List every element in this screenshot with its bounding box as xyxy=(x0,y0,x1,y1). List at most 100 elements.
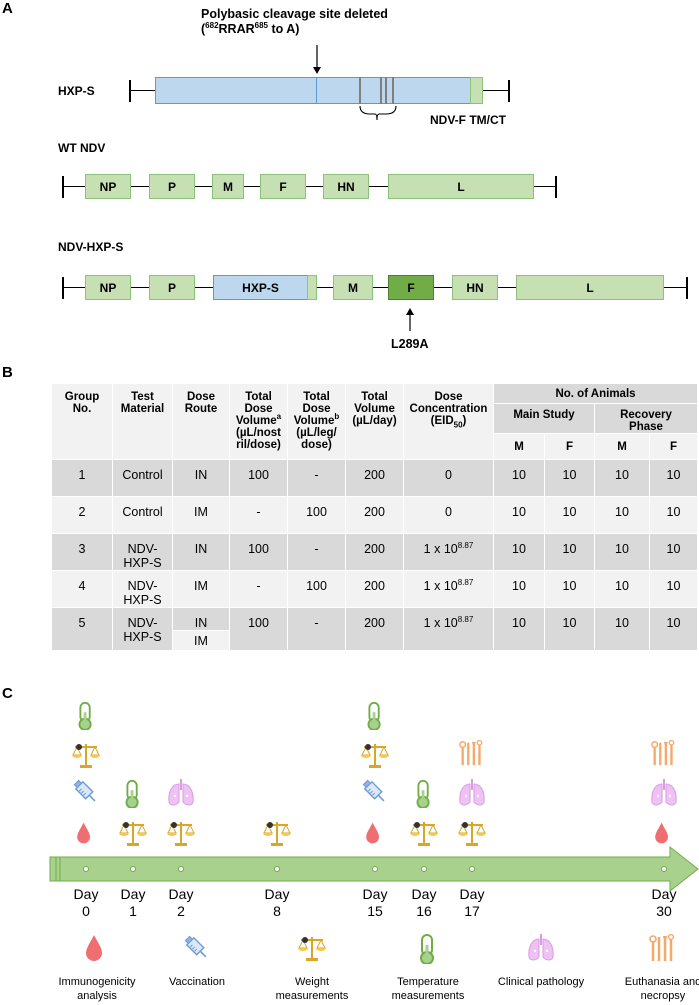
wt-gene-f: F xyxy=(260,174,306,199)
wt-end-left xyxy=(62,176,64,198)
cell-group: 3 xyxy=(51,533,113,571)
cell-volume-leg: - xyxy=(287,607,346,651)
lungs-icon xyxy=(167,778,195,806)
wt-ndv-label: WT NDV xyxy=(58,141,106,155)
scale-icon xyxy=(262,821,292,847)
wt-end-right xyxy=(555,176,557,198)
cell-recovery-m: 10 xyxy=(594,496,650,534)
cell-dose-concentration: 1 x 108.87 xyxy=(403,533,494,571)
timeline-dot xyxy=(421,866,427,872)
cell-route: IN xyxy=(172,607,230,631)
wt-gene-l: L xyxy=(388,174,534,199)
cell-main-m: 10 xyxy=(493,533,545,571)
cell-material: Control xyxy=(112,496,173,534)
legend-label: Vaccination xyxy=(168,976,226,988)
cell-main-f: 10 xyxy=(544,570,595,608)
scale-icon xyxy=(118,821,148,847)
hxps-mutation-mark-1 xyxy=(359,77,361,104)
cell-route: IN xyxy=(172,459,230,497)
cell-main-f: 10 xyxy=(544,459,595,497)
cell-dose-concentration: 1 x 108.87 xyxy=(403,607,494,651)
syringe-icon xyxy=(72,778,100,806)
timeline-dot xyxy=(83,866,89,872)
cell-recovery-m: 10 xyxy=(594,607,650,651)
dissection-tools-icon xyxy=(648,933,675,963)
cleavage-site-line1: Polybasic cleavage site deleted xyxy=(201,7,388,21)
cell-volume-nostril: 100 xyxy=(229,607,288,651)
cleavage-site-label: Polybasic cleavage site deleted (682RRAR… xyxy=(201,7,388,37)
blood-drop-icon xyxy=(77,822,90,844)
cell-dose-concentration: 0 xyxy=(403,459,494,497)
timeline-dot xyxy=(130,866,136,872)
cell-recovery-f: 10 xyxy=(649,533,698,571)
panel-c-letter: C xyxy=(2,685,13,702)
thermometer-icon xyxy=(416,779,430,808)
cell-recovery-m: 10 xyxy=(594,459,650,497)
cell-route: IM xyxy=(172,630,230,651)
scale-icon xyxy=(297,936,327,962)
cell-material: NDV-HXP-S xyxy=(112,533,173,571)
cell-total-volume: 200 xyxy=(345,607,404,651)
cell-route: IM xyxy=(172,570,230,608)
dissection-tools-icon xyxy=(458,739,483,767)
cleavage-arrow xyxy=(313,45,321,74)
header-animals: No. of Animals xyxy=(493,383,698,404)
cell-total-volume: 200 xyxy=(345,570,404,608)
syringe-icon xyxy=(183,934,211,962)
cell-material: NDV-HXP-S xyxy=(112,570,173,608)
ndv-hxps-end-right xyxy=(686,277,688,299)
dissection-tools-icon xyxy=(650,739,675,767)
timeline-dot xyxy=(178,866,184,872)
blood-drop-icon xyxy=(366,822,379,844)
ndv-hxps-gene-np: NP xyxy=(85,275,131,300)
wt-gene-np: NP xyxy=(85,174,131,199)
ndv-hxps-gene-hxps: HXP-S xyxy=(213,275,308,300)
hxps-line-left xyxy=(130,90,155,92)
cell-route: IM xyxy=(172,496,230,534)
ndv-hxps-gene-f: F xyxy=(388,275,434,300)
cleavage-site-line2: (682RRAR685 to A) xyxy=(201,20,300,36)
header-main-m: M xyxy=(493,433,545,460)
cell-recovery-f: 10 xyxy=(649,570,698,608)
scale-icon xyxy=(71,743,101,769)
mutation-label: L289A xyxy=(391,337,429,351)
blood-drop-icon xyxy=(86,935,102,961)
hxps-mutation-mark-4 xyxy=(392,77,394,104)
header-recovery-f: F xyxy=(649,433,698,460)
cell-dose-concentration: 1 x 108.87 xyxy=(403,570,494,608)
cell-group: 1 xyxy=(51,459,113,497)
header-main-study: Main Study xyxy=(493,403,595,434)
wt-gene-m: M xyxy=(212,174,244,199)
lungs-icon xyxy=(650,778,678,806)
hxps-mutation-mark-3 xyxy=(385,77,387,104)
mutation-bracket xyxy=(359,106,397,121)
hxps-domain-divider xyxy=(316,77,318,104)
ndv-hxps-label: NDV-HXP-S xyxy=(58,240,124,254)
ndv-hxps-gene-hn: HN xyxy=(452,275,498,300)
cell-main-f: 10 xyxy=(544,496,595,534)
panel-b-letter: B xyxy=(2,364,13,381)
hxps-construct-label: HXP-S xyxy=(58,84,95,98)
header-main-f: F xyxy=(544,433,595,460)
thermometer-icon xyxy=(367,701,381,730)
timeline-dot xyxy=(469,866,475,872)
cell-volume-nostril: 100 xyxy=(229,459,288,497)
ndv-hxps-tmct xyxy=(307,275,317,300)
